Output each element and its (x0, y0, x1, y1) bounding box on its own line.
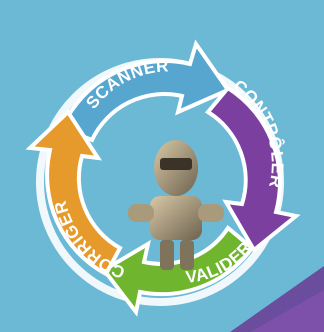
arrow-corriger (25, 108, 123, 277)
arrow-scanner (59, 39, 232, 143)
arrow-valider (101, 225, 255, 317)
purple-band-light (250, 290, 324, 332)
robot-icon (128, 140, 224, 270)
arrow-controler (204, 85, 301, 254)
label-corriger: CORRIGER (51, 198, 128, 282)
